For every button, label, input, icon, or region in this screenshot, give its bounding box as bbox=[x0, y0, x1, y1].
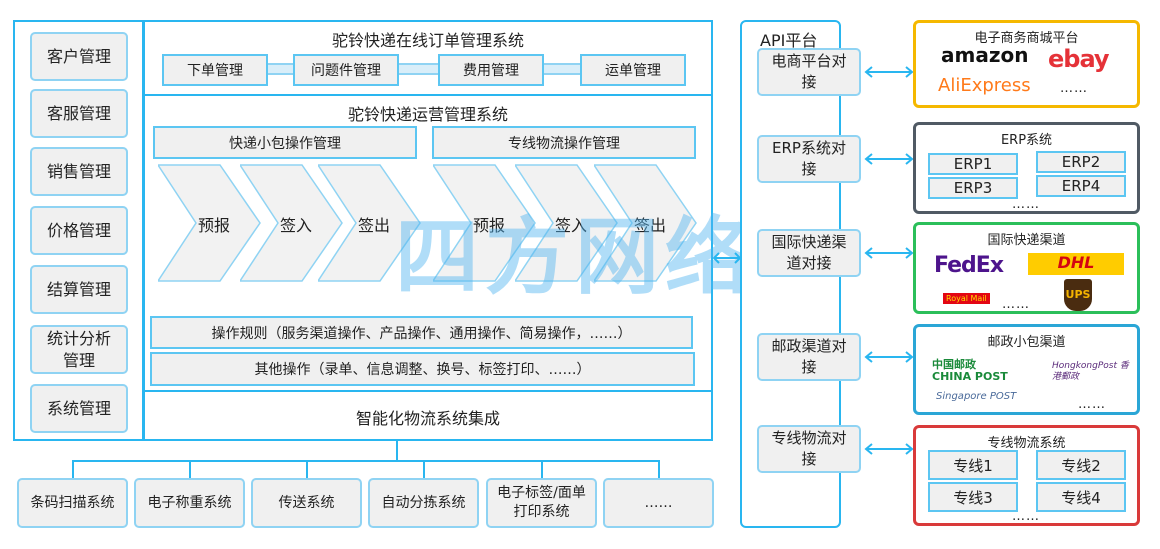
step-label: 签入 bbox=[280, 216, 313, 235]
bidirectional-arrow-icon bbox=[712, 252, 742, 264]
sidebar-item[interactable]: 价格管理 bbox=[30, 206, 128, 255]
step-label: 预报 bbox=[198, 216, 231, 235]
ups-logo[interactable]: UPS bbox=[1064, 279, 1092, 311]
api-connector-button[interactable]: 邮政渠道对接 bbox=[757, 333, 861, 381]
sidebar-item[interactable]: 统计分析管理 bbox=[30, 325, 128, 374]
more-ellipsis: …… bbox=[1078, 397, 1106, 412]
target-panel-title: ERP系统 bbox=[1000, 133, 1053, 148]
more-ellipsis: …… bbox=[1012, 509, 1040, 524]
china-post-logo[interactable]: 中国邮政 CHINA POST bbox=[932, 358, 1008, 383]
integration-system-box[interactable]: …… bbox=[603, 478, 714, 528]
target-panel-title: 专线物流系统 bbox=[987, 436, 1066, 451]
connector-line bbox=[189, 460, 191, 478]
step-label: 签出 bbox=[358, 216, 391, 235]
target-item[interactable]: 专线1 bbox=[928, 450, 1018, 480]
singapore-post-logo[interactable]: Singapore POST bbox=[936, 391, 1017, 402]
api-connector-button[interactable]: 电商平台对接 bbox=[757, 48, 861, 96]
process-step-chevron[interactable]: 签出 bbox=[318, 164, 423, 282]
process-step-chevron[interactable]: 签入 bbox=[515, 164, 620, 282]
target-panel-title: 邮政小包渠道 bbox=[987, 335, 1066, 350]
other-operations-bar[interactable]: 其他操作（录单、信息调整、换号、标签打印、……） bbox=[150, 352, 695, 386]
order-module-button[interactable]: 问题件管理 bbox=[293, 54, 399, 86]
process-step-chevron[interactable]: 预报 bbox=[433, 164, 538, 282]
integration-system-box[interactable]: 电子标签/面单打印系统 bbox=[486, 478, 597, 528]
royal-mail-logo[interactable]: Royal Mail bbox=[943, 293, 990, 304]
api-connector-button[interactable]: 国际快递渠道对接 bbox=[757, 229, 861, 277]
bidirectional-arrow-icon bbox=[864, 443, 914, 455]
connector-line bbox=[396, 441, 398, 461]
amazon-logo[interactable]: amazon bbox=[941, 43, 1029, 67]
express-parcel-ops-header[interactable]: 快递小包操作管理 bbox=[153, 126, 417, 159]
target-panel: 国际快递渠道 FedEx DHL Royal Mail UPS …… bbox=[913, 222, 1140, 314]
fedex-logo[interactable]: FedEx bbox=[934, 253, 1004, 278]
target-panel-title: 电子商务商城平台 bbox=[974, 31, 1079, 46]
bidirectional-arrow-icon bbox=[864, 153, 914, 165]
order-module-button[interactable]: 费用管理 bbox=[438, 54, 544, 86]
sidebar-item[interactable]: 销售管理 bbox=[30, 147, 128, 196]
connector-line bbox=[306, 460, 308, 478]
integration-system-box[interactable]: 条码扫描系统 bbox=[17, 478, 128, 528]
step-label: 签出 bbox=[634, 216, 667, 235]
integration-frame bbox=[143, 390, 713, 441]
target-item[interactable]: ERP3 bbox=[928, 177, 1018, 199]
bidirectional-arrow-icon bbox=[864, 351, 914, 363]
hongkong-post-logo[interactable]: HongkongPost 香港郵政 bbox=[1052, 361, 1129, 382]
integration-system-box[interactable]: 传送系统 bbox=[251, 478, 362, 528]
bidirectional-arrow-icon bbox=[864, 66, 914, 78]
aliexpress-logo[interactable]: AliExpress bbox=[938, 75, 1031, 96]
order-system-title: 驼铃快递在线订单管理系统 bbox=[331, 31, 524, 50]
target-item[interactable]: 专线4 bbox=[1036, 482, 1126, 512]
target-item[interactable]: ERP1 bbox=[928, 153, 1018, 175]
target-panel-title: 国际快递渠道 bbox=[987, 233, 1066, 248]
dedicated-line-ops-header[interactable]: 专线物流操作管理 bbox=[432, 126, 696, 159]
more-ellipsis: …… bbox=[1060, 81, 1088, 96]
api-platform-title: API平台 bbox=[760, 31, 818, 50]
target-item[interactable]: 专线2 bbox=[1036, 450, 1126, 480]
dhl-logo[interactable]: DHL bbox=[1028, 253, 1124, 275]
sidebar-item[interactable]: 客服管理 bbox=[30, 89, 128, 138]
ebay-logo[interactable]: ebay bbox=[1048, 45, 1110, 73]
target-item[interactable]: ERP4 bbox=[1036, 175, 1126, 197]
integration-system-box[interactable]: 电子称重系统 bbox=[134, 478, 245, 528]
api-connector-button[interactable]: 专线物流对接 bbox=[757, 425, 861, 473]
order-module-button[interactable]: 运单管理 bbox=[580, 54, 686, 86]
process-step-chevron[interactable]: 预报 bbox=[158, 164, 263, 282]
connector-line bbox=[423, 460, 425, 478]
process-step-chevron[interactable]: 签出 bbox=[594, 164, 699, 282]
step-label: 预报 bbox=[473, 216, 506, 235]
target-panel: 专线物流系统专线1 专线2 专线3 专线4…… bbox=[913, 425, 1140, 526]
operation-rules-bar[interactable]: 操作规则（服务渠道操作、产品操作、通用操作、简易操作，……） bbox=[150, 316, 693, 349]
connector-line bbox=[72, 460, 659, 462]
sidebar-item[interactable]: 系统管理 bbox=[30, 384, 128, 433]
more-ellipsis: …… bbox=[1012, 197, 1040, 212]
sidebar-item[interactable]: 结算管理 bbox=[30, 265, 128, 314]
bidirectional-arrow-icon bbox=[864, 247, 914, 259]
step-label: 签入 bbox=[555, 216, 588, 235]
process-step-chevron[interactable]: 签入 bbox=[240, 164, 345, 282]
target-panel: 邮政小包渠道中国邮政 CHINA POST HongkongPost 香港郵政 Si… bbox=[913, 324, 1140, 415]
ops-system-title: 驼铃快递运营管理系统 bbox=[347, 105, 508, 124]
target-item[interactable]: ERP2 bbox=[1036, 151, 1126, 173]
connector-line bbox=[541, 460, 543, 478]
integration-system-box[interactable]: 自动分拣系统 bbox=[368, 478, 479, 528]
integration-title: 智能化物流系统集成 bbox=[355, 409, 500, 428]
api-connector-button[interactable]: ERP系统对接 bbox=[757, 135, 861, 183]
connector-line bbox=[72, 460, 74, 478]
order-module-button[interactable]: 下单管理 bbox=[162, 54, 268, 86]
more-ellipsis: …… bbox=[1002, 297, 1030, 312]
target-item[interactable]: 专线3 bbox=[928, 482, 1018, 512]
sidebar-item[interactable]: 客户管理 bbox=[30, 32, 128, 81]
connector-line bbox=[658, 460, 660, 478]
